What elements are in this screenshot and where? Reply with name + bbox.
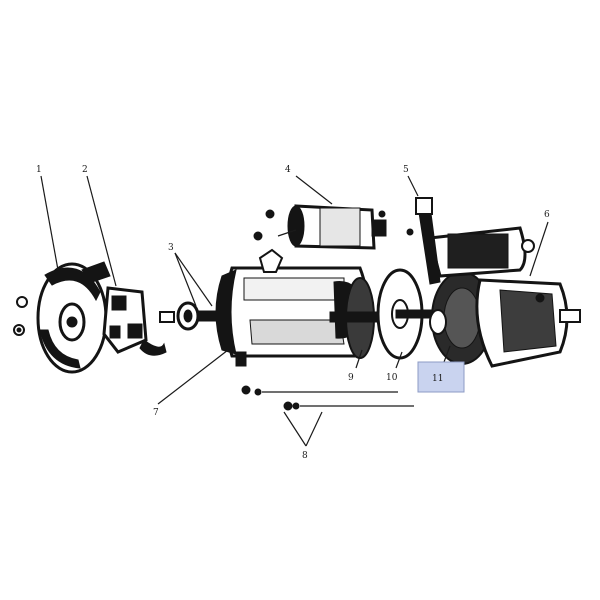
callout-10[interactable]: 10 <box>386 373 398 383</box>
part-5-shift-lever <box>415 197 441 285</box>
part-6-drive-housing <box>428 226 581 368</box>
callout-8[interactable]: 8 <box>302 451 308 461</box>
part-4-solenoid <box>253 204 414 250</box>
part-2-brush-holder <box>102 286 167 356</box>
part-3-bearing <box>159 301 219 331</box>
callout-11-highlight[interactable] <box>417 361 465 393</box>
callout-7[interactable]: 7 <box>153 408 159 418</box>
callout-3[interactable]: 3 <box>168 243 174 253</box>
callout-6[interactable]: 6 <box>544 210 550 220</box>
part-10-intermediate-plate <box>376 268 437 360</box>
part-7-field-frame <box>215 248 370 367</box>
callout-11[interactable]: 11 <box>432 374 443 384</box>
part-9-armature <box>329 277 391 359</box>
leader-lines <box>40 175 549 447</box>
callout-labels: 1 2 3 4 5 6 7 8 9 10 11 <box>36 165 550 461</box>
callout-2[interactable]: 2 <box>82 165 88 175</box>
callout-5[interactable]: 5 <box>403 165 409 175</box>
callout-1[interactable]: 1 <box>36 165 42 175</box>
callout-4[interactable]: 4 <box>285 165 291 175</box>
part-1-end-cover <box>13 261 111 374</box>
part-8-through-bolts <box>241 385 414 411</box>
callout-9[interactable]: 9 <box>348 373 354 383</box>
